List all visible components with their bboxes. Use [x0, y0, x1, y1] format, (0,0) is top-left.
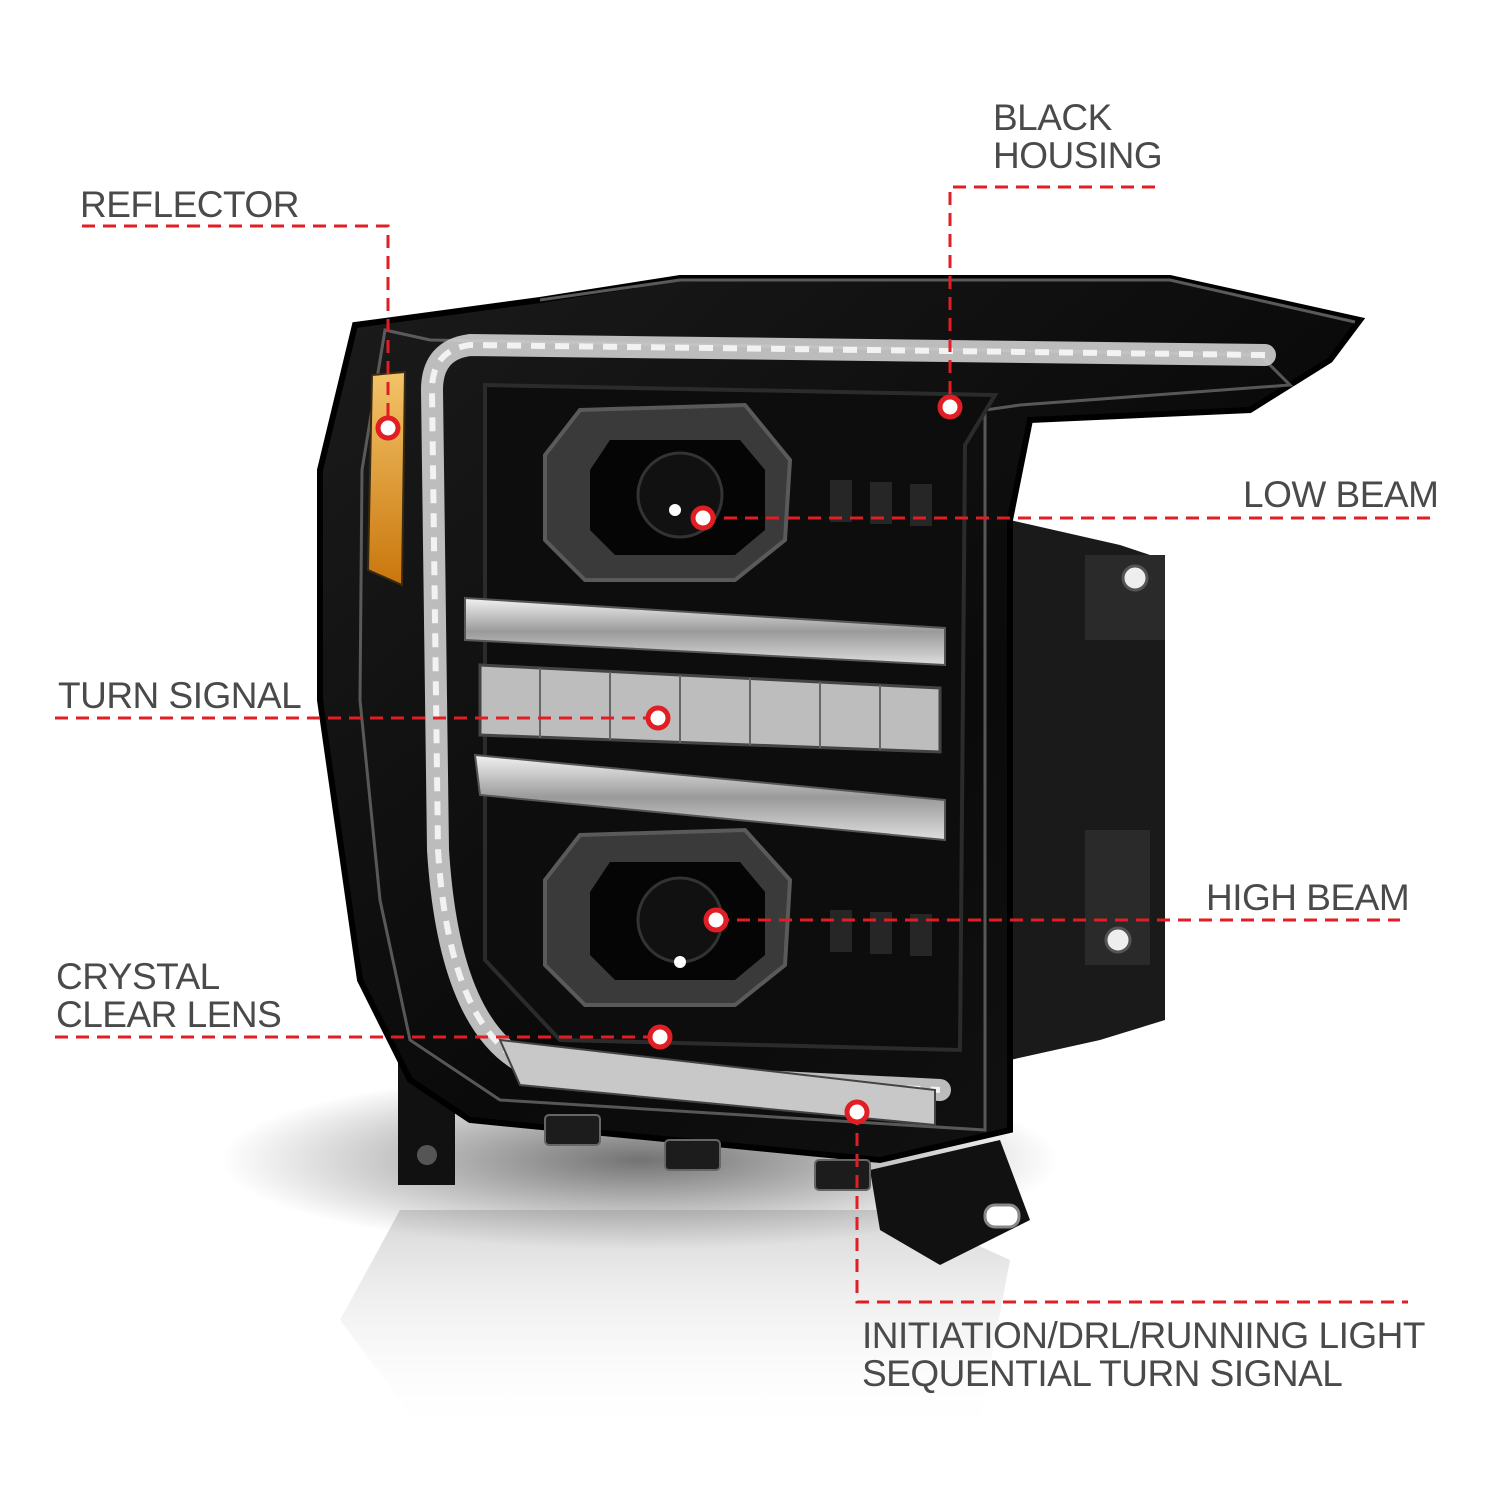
- low-beam-marker: [690, 505, 716, 531]
- bracket-slot-right: [983, 1203, 1021, 1229]
- drl-marker: [844, 1099, 870, 1125]
- turn-signal-marker: [645, 705, 671, 731]
- turn-signal-label: TURN SIGNAL: [58, 675, 302, 716]
- drl-leader: [855, 1112, 1408, 1304]
- crystal-clear-lens-marker: [647, 1024, 673, 1050]
- reflector-label-line-1: REFLECTOR: [80, 184, 299, 225]
- low-beam-label: LOW BEAM: [1243, 474, 1439, 515]
- crystal-clear-lens-label-line-2: CLEAR LENS: [56, 994, 282, 1035]
- turn-signal-label-line-1: TURN SIGNAL: [58, 675, 302, 716]
- turn-signal-facets: [539, 668, 881, 750]
- black-housing-marker: [937, 394, 963, 420]
- reflector-leader: [82, 224, 390, 428]
- bottom-drl-bar: [498, 1038, 936, 1127]
- crystal-clear-lens-label: CRYSTAL CLEAR LENS: [56, 956, 282, 1035]
- upper-mount-hole: [1121, 564, 1149, 592]
- upper-drl-bar: [464, 596, 946, 667]
- bracket-hole-left: [417, 1145, 437, 1165]
- black-housing-leader: [948, 185, 1155, 407]
- crystal-clear-lens-label-line-1: CRYSTAL: [56, 956, 220, 997]
- low-beam-label-line-1: LOW BEAM: [1243, 474, 1439, 515]
- high-beam-label-line-1: HIGH BEAM: [1206, 877, 1410, 918]
- black-housing-label: BLACK HOUSING: [993, 97, 1163, 176]
- high-beam-label: HIGH BEAM: [1206, 877, 1410, 918]
- black-housing-label-line-1: BLACK: [993, 97, 1112, 138]
- floor-reflection: [340, 1210, 1010, 1440]
- drl-label: INITIATION/DRL/RUNNING LIGHT SEQUENTIAL …: [862, 1317, 1425, 1393]
- bottom-right-bracket: [870, 1140, 1030, 1265]
- drl-label-line-2: SEQUENTIAL TURN SIGNAL: [862, 1353, 1343, 1394]
- lower-drl-bar: [473, 753, 946, 842]
- lower-mount-tab: [1085, 830, 1150, 965]
- lower-mount-hole: [1104, 926, 1132, 954]
- top-rim-highlight: [539, 278, 1356, 324]
- turn-signal-strip: [478, 663, 942, 754]
- reflector-marker: [375, 415, 401, 441]
- drl-label-line-1: INITIATION/DRL/RUNNING LIGHT: [862, 1315, 1425, 1356]
- high-beam-marker: [703, 907, 729, 933]
- high-beam-glint: [674, 956, 686, 968]
- low-beam-glint: [669, 504, 681, 516]
- reflector-label: REFLECTOR: [80, 186, 299, 224]
- black-housing-label-line-2: HOUSING: [993, 135, 1163, 176]
